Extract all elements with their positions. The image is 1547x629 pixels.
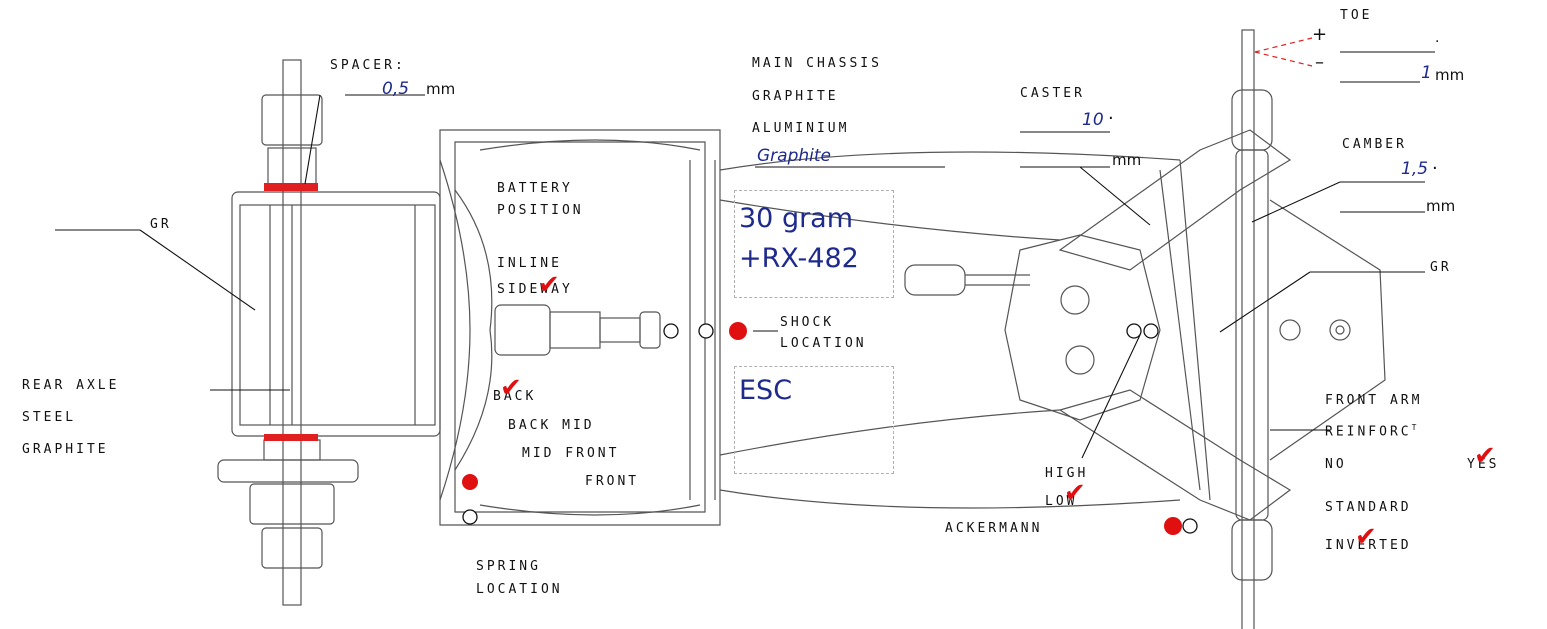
mount-option-front[interactable]: FRONT <box>585 474 640 489</box>
steering-link <box>904 264 966 296</box>
front-arm-line2: REINFORCT <box>1325 423 1420 440</box>
weight-line2: +RX-482 <box>739 243 859 274</box>
esc-label: ESC <box>739 375 793 406</box>
rear-gr-label: GR <box>150 217 172 232</box>
caster-value[interactable]: 10 <box>1082 110 1104 130</box>
esc-box: ESC <box>734 366 894 474</box>
caster-degree: · <box>1108 108 1114 129</box>
rear-axle-option-steel[interactable]: STEEL <box>22 410 77 425</box>
spacer-unit: mm <box>426 80 456 98</box>
chassis-value[interactable]: Graphite <box>757 146 831 166</box>
ackermann-hole-1 <box>1126 323 1142 339</box>
ackermann-option-low[interactable]: LOW <box>1045 494 1078 509</box>
upper-front-arm <box>1058 129 1292 271</box>
ackermann-label: ACKERMANN <box>945 521 1043 536</box>
shock-hole-2 <box>698 323 714 339</box>
weight-line1: 30 gram <box>739 203 854 234</box>
spring-label-line2: LOCATION <box>476 582 563 597</box>
toe-value[interactable]: 1 <box>1421 63 1432 83</box>
battery-title-line1: BATTERY <box>497 181 573 196</box>
shock-selected-dot <box>729 322 747 340</box>
ackermann-hole-2 <box>1143 323 1159 339</box>
shock-absorber <box>494 304 551 356</box>
front-gr-label: GR <box>1430 260 1452 275</box>
mount-option-back[interactable]: BACK <box>493 389 537 404</box>
front-arm-check-icon: ✔ <box>1474 441 1496 471</box>
spring-label-line1: SPRING <box>476 559 541 574</box>
mount-option-back-mid[interactable]: BACK MID <box>508 418 595 433</box>
front-option-standard[interactable]: STANDARD <box>1325 500 1412 515</box>
front-arm-option-yes[interactable]: YES <box>1467 457 1500 472</box>
ackermann-check-icon: ✔ <box>1064 478 1086 508</box>
shock-label-line1: SHOCK <box>780 315 835 330</box>
toe-label: TOE <box>1340 8 1373 23</box>
front-axle <box>1241 29 1255 629</box>
battery-option-sideway[interactable]: SIDEWAY <box>497 282 573 297</box>
front-arm-line1: FRONT ARM <box>1325 393 1423 408</box>
chassis-title: MAIN CHASSIS <box>752 56 882 71</box>
spring-selected-dot <box>462 474 478 490</box>
front-arm-sup: T <box>1411 423 1420 432</box>
spring-hole-low <box>462 509 478 525</box>
chassis-option-aluminium[interactable]: ALUMINIUM <box>752 121 850 136</box>
front-bulkhead <box>1004 234 1161 421</box>
toe-minus: – <box>1315 52 1324 73</box>
camber-value[interactable]: 1,5 <box>1401 159 1429 179</box>
spacer-value[interactable]: 0,5 <box>382 79 410 99</box>
rear-hub <box>231 191 441 437</box>
toe-unit: mm <box>1435 66 1465 84</box>
front-option-inverted[interactable]: INVERTED <box>1325 538 1412 553</box>
ackermann-option-high[interactable]: HIGH <box>1045 466 1089 481</box>
rear-axle-shaft <box>282 59 302 606</box>
battery-check-icon: ✔ <box>538 270 560 300</box>
shock-label-line2: LOCATION <box>780 336 867 351</box>
caster-label: CASTER <box>1020 86 1085 101</box>
spacer-label: SPACER: <box>330 58 406 73</box>
battery-option-inline[interactable]: INLINE <box>497 256 562 271</box>
lower-front-arm <box>1058 389 1292 521</box>
weight-box: 30 gram +RX-482 <box>734 190 894 298</box>
ackermann-selected-dot <box>1164 517 1182 535</box>
caster-unit: mm <box>1112 151 1142 169</box>
battery-title-line2: POSITION <box>497 203 584 218</box>
spacer-marker-top <box>264 183 318 191</box>
spacer-marker-bottom <box>264 434 318 441</box>
front-hole <box>1182 518 1198 534</box>
chassis-option-graphite[interactable]: GRAPHITE <box>752 89 839 104</box>
rear-axle-option-graphite[interactable]: GRAPHITE <box>22 442 109 457</box>
toe-plus: + <box>1312 24 1328 45</box>
camber-unit: mm <box>1426 197 1456 215</box>
mount-option-mid-front[interactable]: MID FRONT <box>522 446 620 461</box>
shock-hole-1 <box>663 323 679 339</box>
camber-degree: · <box>1432 158 1438 179</box>
mount-check-icon: ✔ <box>500 373 522 403</box>
chassis-frame <box>439 129 721 526</box>
camber-label: CAMBER <box>1342 137 1407 152</box>
toe-plus-mark: . <box>1435 30 1440 46</box>
inverted-check-icon: ✔ <box>1355 522 1377 552</box>
front-plate <box>1269 199 1386 461</box>
rear-axle-title: REAR AXLE <box>22 378 120 393</box>
front-arm-option-no[interactable]: NO <box>1325 457 1347 472</box>
